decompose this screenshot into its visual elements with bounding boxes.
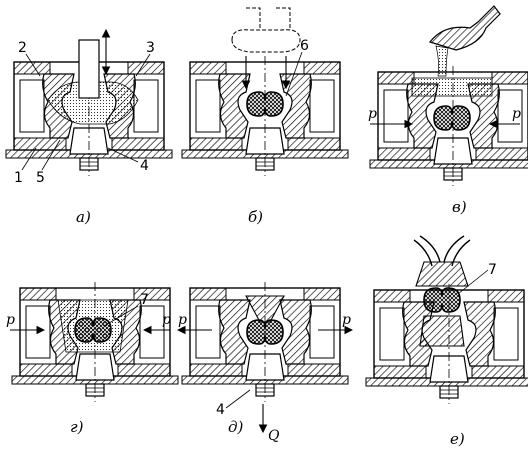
force-p-left-v: p: [368, 106, 377, 122]
panel-a: 2 3 1 5 4 a): [5, 28, 173, 226]
part-label-7-g: 7: [140, 292, 149, 308]
force-p-right-d: p: [342, 312, 351, 328]
panel-g: 7 p p г): [6, 281, 179, 436]
panel-v: p p в): [368, 5, 528, 216]
force-p-right-g: p: [162, 312, 171, 328]
part-label-5: 5: [36, 170, 45, 186]
force-p-left-d: p: [178, 312, 187, 328]
caption-e: е): [450, 430, 465, 448]
force-q: Q: [268, 428, 280, 444]
force-p-right-v: p: [512, 106, 521, 122]
part-label-1: 1: [14, 170, 23, 186]
caption-g: г): [70, 418, 84, 436]
caption-a: a): [76, 208, 91, 226]
panel-d: p p Q 4 д): [176, 281, 354, 444]
part-label-4: 4: [140, 158, 149, 174]
caption-b: б): [248, 208, 263, 226]
part-label-7-e: 7: [488, 262, 497, 278]
caption-v: в): [452, 198, 467, 216]
part-label-3: 3: [146, 40, 155, 56]
caption-d: д): [228, 418, 244, 436]
force-p-left-g: p: [6, 312, 15, 328]
part-label-4-d: 4: [216, 402, 225, 418]
panel-e: 7 е): [365, 235, 528, 448]
panel-b: 6 б): [181, 7, 349, 226]
part-label-6: 6: [300, 38, 309, 54]
part-label-2: 2: [18, 40, 27, 56]
